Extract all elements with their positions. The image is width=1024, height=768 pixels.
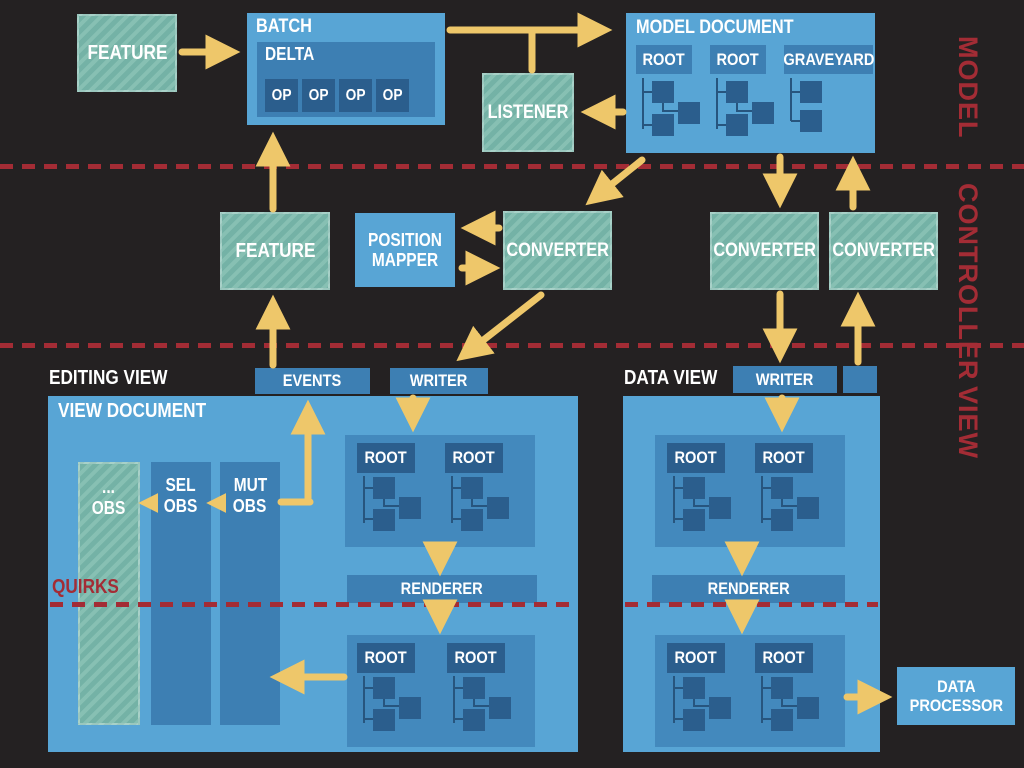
root-box: ROOT bbox=[755, 643, 813, 673]
op-box: OP bbox=[376, 79, 409, 112]
root-box: ROOT bbox=[667, 643, 725, 673]
editing-view-title: EDITING VIEW bbox=[49, 367, 168, 389]
data-view-stub-box bbox=[843, 366, 877, 393]
node-tree-icon bbox=[716, 78, 774, 136]
op-box: OP bbox=[265, 79, 298, 112]
model-controller-divider bbox=[0, 164, 1024, 169]
converter-label: CONVERTER bbox=[713, 240, 816, 261]
delta-box: DELTA OP OP OP OP bbox=[257, 42, 435, 117]
node-tree-icon bbox=[761, 676, 819, 731]
model-graveyard-box: GRAVEYARD bbox=[783, 45, 874, 74]
converter-label: CONVERTER bbox=[506, 239, 609, 261]
quirks-label: QUIRKS bbox=[52, 576, 119, 598]
model-document-box: MODEL DOCUMENT ROOT ROOT GRAVEYARD bbox=[626, 13, 875, 153]
root-panel: ROOT ROOT bbox=[347, 635, 535, 747]
delta-label: DELTA bbox=[265, 44, 315, 64]
observer-column-other: ...OBS bbox=[78, 462, 140, 725]
batch-label: BATCH bbox=[256, 16, 312, 37]
op-box: OP bbox=[302, 79, 335, 112]
node-tree-icon bbox=[761, 476, 819, 531]
controller-view-divider bbox=[0, 343, 1024, 348]
renderer-box-editing: RENDERER bbox=[347, 575, 537, 603]
model-document-label: MODEL DOCUMENT bbox=[636, 17, 794, 38]
renderer-box-data: RENDERER bbox=[652, 575, 845, 603]
graveyard-tree-icon bbox=[790, 78, 822, 132]
batch-box: BATCH DELTA OP OP OP OP bbox=[247, 13, 445, 125]
root-box: ROOT bbox=[755, 443, 813, 473]
listener-label: LISTENER bbox=[487, 101, 569, 123]
node-tree-icon bbox=[453, 676, 511, 731]
feature-label: FEATURE bbox=[87, 41, 167, 64]
converter-box-left: CONVERTER bbox=[503, 211, 612, 290]
node-tree-icon bbox=[673, 676, 731, 731]
zone-label-controller: CONTROLLER bbox=[953, 183, 983, 381]
data-document-box: ROOT ROOT RENDERER ROOT ROOT bbox=[623, 396, 880, 752]
feature-label: FEATURE bbox=[235, 239, 315, 262]
root-box: ROOT bbox=[357, 643, 415, 673]
feature-box-model: FEATURE bbox=[77, 14, 177, 92]
feature-box-controller: FEATURE bbox=[220, 212, 330, 290]
node-tree-icon bbox=[363, 476, 421, 531]
model-root-box: ROOT bbox=[636, 45, 692, 74]
node-tree-icon bbox=[673, 476, 731, 531]
quirks-divider-data bbox=[625, 602, 878, 607]
converter-box-right: CONVERTER bbox=[829, 212, 938, 290]
node-tree-icon bbox=[451, 476, 509, 531]
node-tree-icon bbox=[363, 676, 421, 731]
view-document-label: VIEW DOCUMENT bbox=[58, 400, 207, 422]
zone-label-model: MODEL bbox=[953, 36, 983, 139]
zone-label-view: VIEW bbox=[953, 386, 983, 460]
writer-box-data: WRITER bbox=[733, 366, 837, 393]
model-root-box: ROOT bbox=[710, 45, 766, 74]
root-panel: ROOT ROOT bbox=[655, 435, 845, 547]
root-box: ROOT bbox=[445, 443, 503, 473]
writer-box-editing: WRITER bbox=[390, 368, 488, 394]
root-box: ROOT bbox=[447, 643, 505, 673]
root-panel: ROOT ROOT bbox=[655, 635, 845, 747]
listener-box: LISTENER bbox=[482, 73, 574, 152]
node-tree-icon bbox=[642, 78, 700, 136]
root-box: ROOT bbox=[667, 443, 725, 473]
converter-label: CONVERTER bbox=[832, 240, 935, 261]
quirks-divider bbox=[50, 602, 576, 607]
events-box: EVENTS bbox=[255, 368, 370, 394]
op-box: OP bbox=[339, 79, 372, 112]
converter-box-mid: CONVERTER bbox=[710, 212, 819, 290]
root-box: ROOT bbox=[357, 443, 415, 473]
root-panel: ROOT ROOT bbox=[345, 435, 535, 547]
data-view-title: DATA VIEW bbox=[624, 367, 718, 389]
